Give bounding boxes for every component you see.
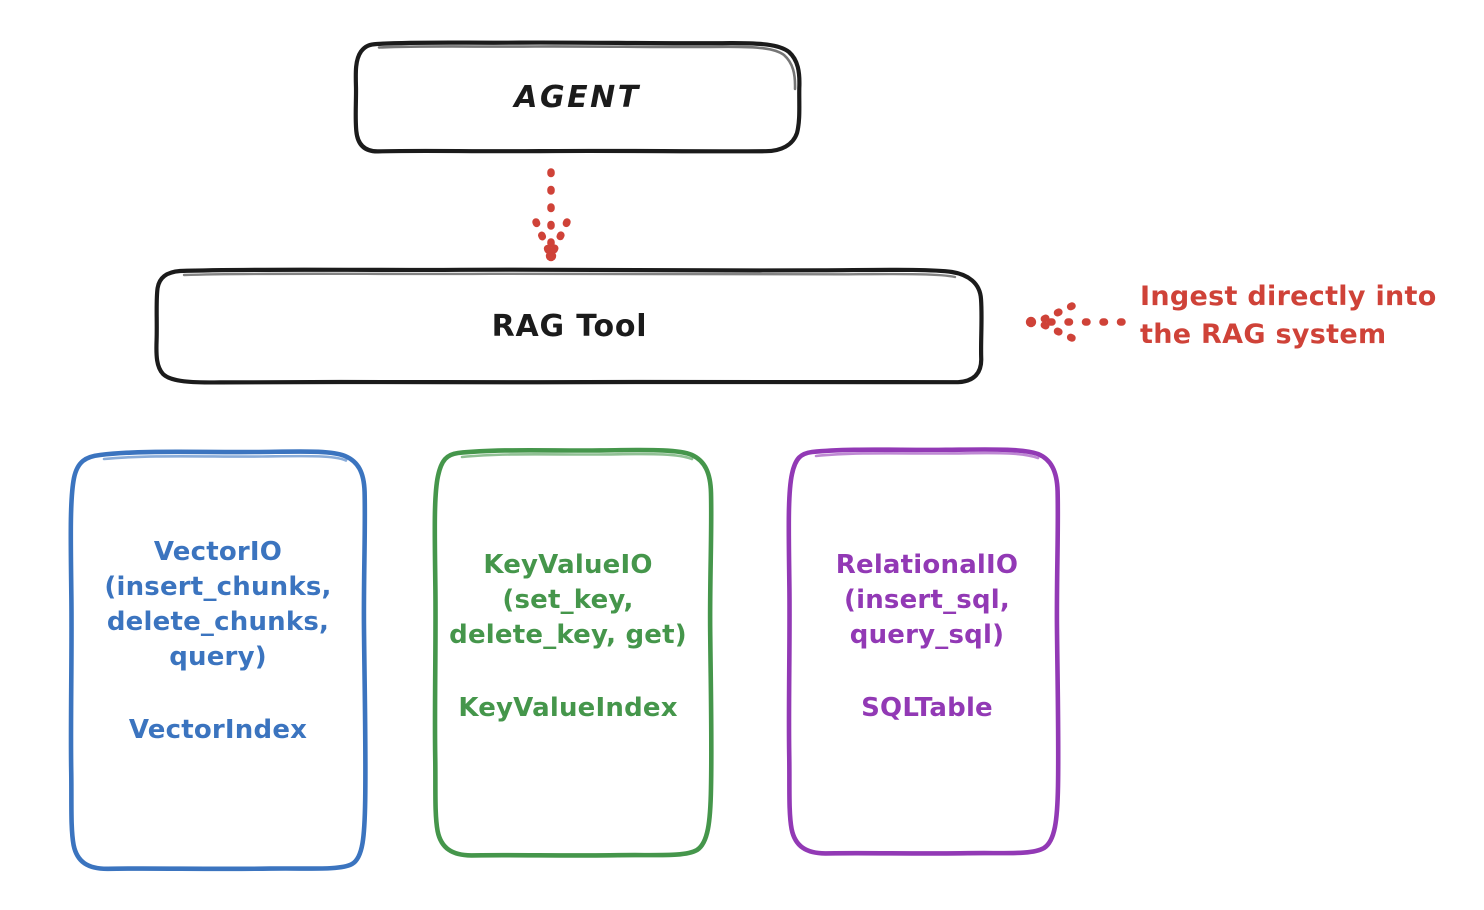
relationalio-card[interactable] bbox=[786, 447, 1061, 856]
vectorio-label-group: VectorIO (insert_chunks, delete_chunks, … bbox=[72, 535, 364, 748]
vectorio-card[interactable] bbox=[68, 449, 368, 872]
keyvalueio-label-group: KeyValueIO (set_key, delete_key, get) Ke… bbox=[420, 548, 716, 726]
vectorio-index-label: VectorIndex bbox=[128, 715, 308, 746]
relationalio-index-label: SQLTable bbox=[861, 692, 993, 723]
ragtool-box[interactable] bbox=[154, 267, 984, 385]
keyvalueio-index-label: KeyValueIndex bbox=[458, 692, 678, 723]
keyvalueio-api-label: KeyValueIO (set_key, delete_key, get) bbox=[449, 550, 687, 651]
agent-to-ragtool-arrow bbox=[532, 168, 571, 262]
keyvalueio-card[interactable] bbox=[432, 447, 714, 858]
relationalio-api-label: RelationalIO (insert_sql, query_sql) bbox=[835, 550, 1019, 651]
vectorio-api-label: VectorIO (insert_chunks, delete_chunks, … bbox=[104, 537, 332, 673]
ingest-annotation-text: Ingest directly into the RAG system bbox=[1140, 281, 1437, 351]
agent-box[interactable] bbox=[353, 40, 802, 154]
relationalio-label-group: RelationalIO (insert_sql, query_sql) SQL… bbox=[790, 548, 1064, 726]
ingest-to-ragtool-arrow bbox=[1025, 302, 1126, 342]
